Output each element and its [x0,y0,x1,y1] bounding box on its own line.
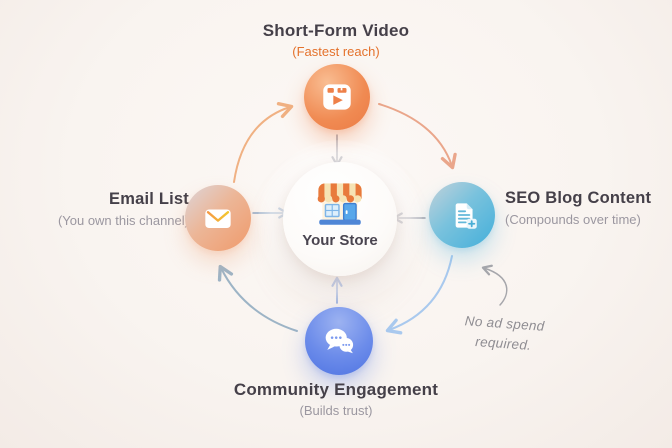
email-list-node [185,185,251,251]
node-subtitle-seo-blog: (Compounds over time) [505,211,641,227]
seo-blog-node [429,182,495,248]
envelope-icon [205,209,231,229]
document-plus-icon [455,203,477,229]
storefront-icon [317,183,362,225]
node-email-list-labels: Email List (You own this channel) [58,189,189,228]
arrow-annotation-pointer [481,264,508,306]
node-community-labels: Community Engagement (Builds trust) [0,379,672,419]
node-title-seo-blog: SEO Blog Content [505,189,652,207]
arrow-community-to-email [217,264,298,332]
node-subtitle-email-list: (You own this channel) [57,212,189,228]
arrow-video-to-seo [378,103,457,170]
node-title-short-form-video: Short-Form Video [262,21,410,40]
your-store-hub: Your Store [283,162,397,276]
node-short-form-video-labels: Short-Form Video (Fastest reach) [0,20,672,60]
arrow-email-to-video [233,102,294,183]
hub-label: Your Store [302,232,378,249]
node-title-email-list: Email List [109,190,189,208]
short-form-video-node [304,64,370,130]
node-seo-blog-labels: SEO Blog Content (Compounds over time) [505,188,651,227]
annotation-no-ad-spend: No ad spend required. [450,310,558,356]
node-subtitle-short-form-video: (Fastest reach) [292,44,380,60]
node-subtitle-community: (Builds trust) [299,403,373,419]
community-engagement-node [305,307,373,375]
video-reel-icon [323,84,351,110]
node-title-community: Community Engagement [233,380,439,399]
chat-bubbles-icon [325,328,354,354]
arrow-seo-to-community [385,255,453,335]
